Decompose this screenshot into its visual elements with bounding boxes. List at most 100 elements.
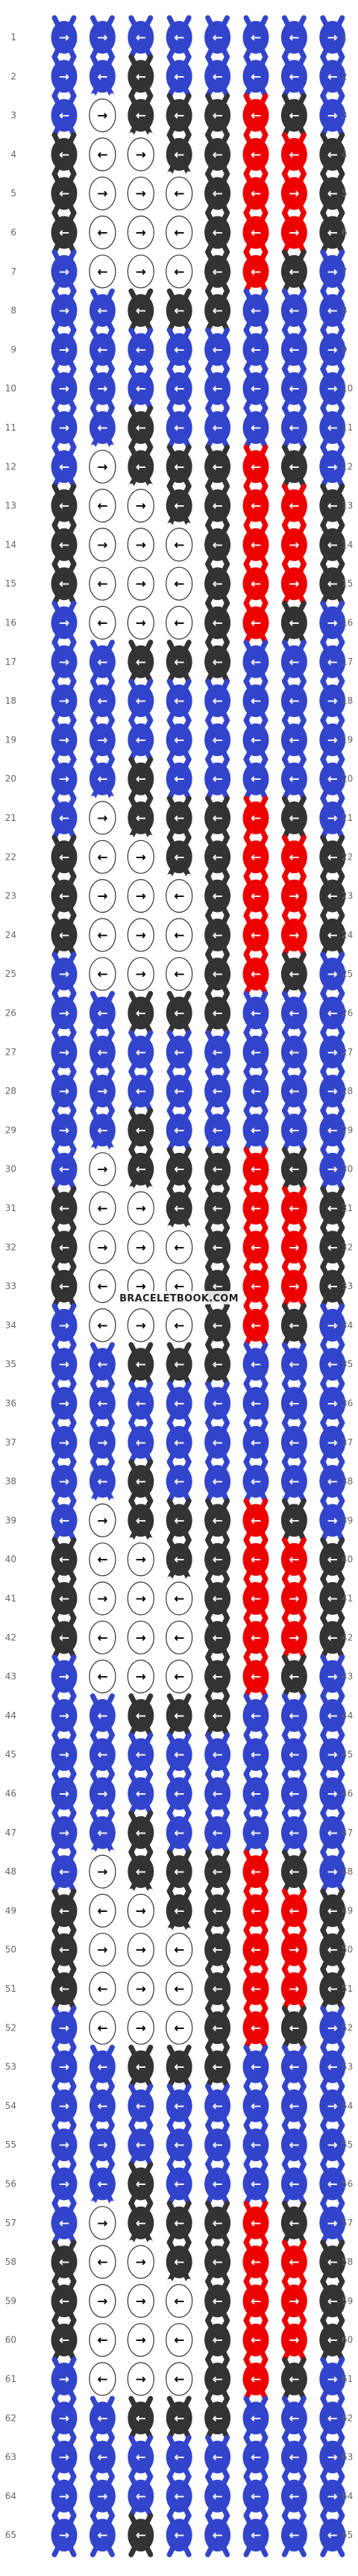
knot-direction-arrow: ← — [289, 1826, 299, 1841]
knot-direction-arrow: → — [59, 1670, 69, 1685]
knot — [204, 333, 231, 366]
knot-direction-arrow: ← — [174, 1513, 184, 1528]
knot-direction-arrow: ← — [327, 1943, 338, 1958]
knot-direction-arrow: ← — [174, 265, 184, 280]
knot — [51, 957, 78, 991]
knot-direction-arrow: ← — [212, 1748, 222, 1763]
knot — [242, 489, 269, 522]
knot — [166, 1113, 192, 1147]
knot — [319, 99, 346, 132]
knot — [280, 1504, 307, 1537]
knot — [280, 372, 307, 405]
knot-direction-arrow: → — [59, 69, 69, 84]
knot-direction-arrow: ← — [97, 1475, 107, 1489]
knot — [51, 1738, 78, 1772]
knot — [319, 2284, 346, 2318]
knot-direction-arrow: → — [59, 616, 69, 631]
knot — [204, 2167, 231, 2201]
knot-direction-arrow: → — [327, 1084, 338, 1099]
row-number-left: 20 — [5, 774, 16, 784]
knot-direction-arrow: → — [136, 1943, 146, 1958]
knot — [51, 1075, 78, 1108]
knot-direction-arrow: ← — [174, 1553, 184, 1568]
knot-direction-arrow: → — [59, 1826, 69, 1841]
knot-direction-arrow: → — [97, 187, 107, 201]
knot — [89, 1777, 116, 1810]
row-number-right: 29 — [342, 1125, 353, 1135]
knot-direction-arrow: → — [59, 733, 69, 748]
knot-direction-arrow: ← — [327, 1592, 338, 1607]
knot — [319, 879, 346, 913]
knot — [204, 1698, 231, 1732]
row-number-right: 59 — [342, 2295, 353, 2306]
knot — [280, 957, 307, 991]
knot-direction-arrow: ← — [251, 1084, 261, 1099]
knot-direction-arrow: ← — [327, 1123, 338, 1138]
knot-direction-arrow: ← — [251, 343, 261, 357]
knot-direction-arrow: → — [327, 2489, 338, 2504]
knot — [242, 1387, 269, 1420]
knot — [166, 1972, 193, 2006]
knot — [51, 177, 78, 210]
row-number-right: 25 — [342, 969, 353, 979]
row-number-right: 5 — [342, 188, 348, 198]
row-number-left: 63 — [5, 2452, 16, 2463]
knot-direction-arrow: → — [59, 2528, 69, 2543]
knot-direction-arrow: ← — [97, 694, 107, 709]
knot-direction-arrow: → — [289, 1592, 299, 1607]
knot-direction-arrow: ← — [212, 1982, 222, 1997]
knot-direction-arrow: ← — [136, 694, 146, 709]
knot-direction-arrow: ← — [212, 2255, 222, 2270]
knot-direction-arrow: ← — [212, 2021, 222, 2036]
knot-direction-arrow: → — [136, 616, 146, 631]
knot — [280, 1738, 307, 1772]
knot — [204, 1660, 231, 1693]
knot-direction-arrow: ← — [59, 2294, 69, 2309]
knot-direction-arrow: ← — [251, 2138, 261, 2153]
knot — [128, 60, 154, 93]
knot-direction-arrow: ← — [136, 1357, 146, 1372]
knot — [166, 450, 192, 484]
knot — [128, 294, 154, 328]
knot-direction-arrow: ← — [251, 304, 261, 319]
knot — [51, 1894, 78, 1928]
knot — [166, 215, 193, 250]
knot-direction-arrow: ← — [212, 1475, 222, 1489]
knot — [319, 840, 346, 874]
knot — [204, 2440, 231, 2474]
knot-direction-arrow: → — [327, 967, 338, 982]
knot — [204, 528, 231, 561]
knot-direction-arrow: ← — [174, 1865, 184, 1880]
knot-direction-arrow: → — [97, 811, 107, 826]
knot-direction-arrow: ← — [251, 1943, 261, 1958]
knot-direction-arrow: ← — [251, 1553, 261, 1568]
row-number-left: 41 — [5, 1593, 16, 1604]
knot — [319, 21, 346, 54]
knot-direction-arrow: ← — [174, 2489, 184, 2504]
knot — [51, 2011, 78, 2045]
knot — [242, 762, 269, 795]
knot-direction-arrow: ← — [251, 109, 261, 124]
knot-direction-arrow: ← — [289, 1319, 299, 1334]
knot-direction-arrow: ← — [251, 1787, 261, 1802]
knot — [166, 1192, 192, 1225]
knot — [280, 2167, 307, 2201]
knot — [319, 2440, 346, 2474]
knot — [280, 2479, 307, 2513]
row-number-left: 13 — [5, 501, 16, 511]
knot — [128, 762, 154, 795]
knot — [319, 1504, 346, 1537]
knot-direction-arrow: → — [136, 1904, 146, 1919]
knot-direction-arrow: → — [289, 577, 299, 592]
knot — [242, 1816, 269, 1849]
knot — [242, 2167, 269, 2201]
knot-direction-arrow: ← — [174, 733, 184, 748]
knot-direction-arrow: ← — [97, 2411, 107, 2426]
knot-direction-arrow: ← — [289, 2489, 299, 2504]
knot — [242, 918, 269, 951]
row-number-right: 51 — [342, 1983, 353, 1994]
knot — [280, 294, 307, 328]
knot-direction-arrow: → — [289, 187, 299, 201]
